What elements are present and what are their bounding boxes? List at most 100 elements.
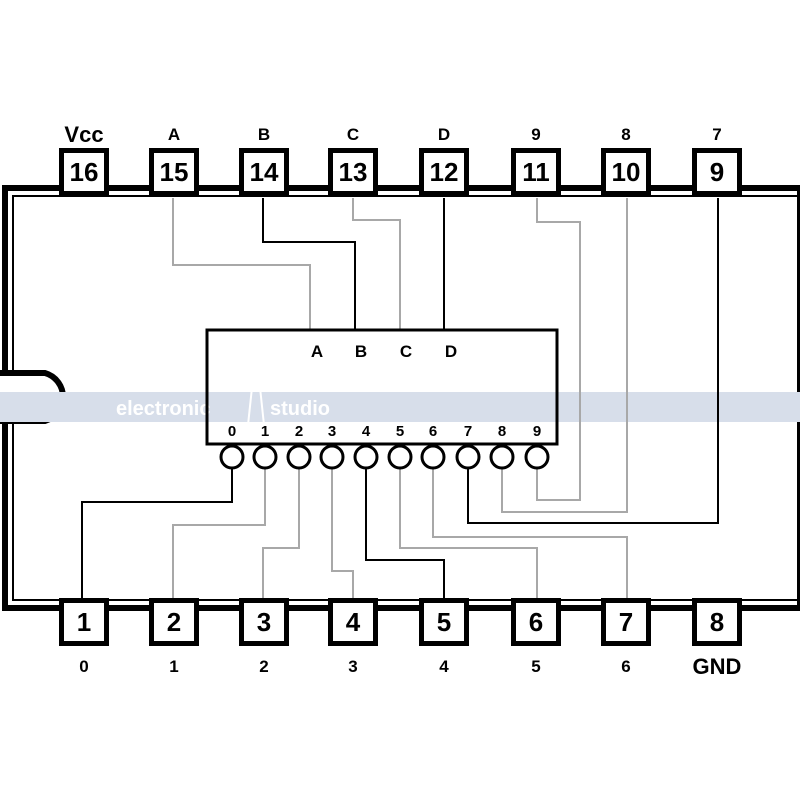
output-bubble-9	[524, 444, 550, 470]
pin-13-label: C	[347, 125, 359, 144]
wire-pin13-C	[352, 198, 401, 330]
pin-12: 12 D	[419, 125, 469, 196]
decoder-output-0: 0	[228, 423, 236, 440]
pin-16-box	[64, 153, 104, 191]
watermark-logo-icon	[247, 349, 265, 426]
decoder-output-6: 6	[429, 423, 437, 440]
pin-5: 54	[419, 598, 469, 676]
pin-5-label: 4	[439, 657, 449, 676]
decoder-input-c: C	[400, 342, 412, 361]
pin-7: 76	[601, 598, 651, 676]
pin-9-number: 9	[710, 157, 724, 187]
pin-1: 10	[59, 598, 109, 676]
decoder-output-7: 7	[464, 423, 472, 440]
wire-out7-pin9	[467, 198, 719, 524]
pin-2-number: 2	[167, 607, 181, 637]
decoder-input-b: B	[355, 342, 367, 361]
decoder-output-5: 5	[396, 423, 404, 440]
pin-13-box	[333, 153, 373, 191]
decoder-box	[205, 328, 559, 446]
pin-15-box	[154, 153, 194, 191]
decoder-output-9: 9	[533, 423, 541, 440]
pin-1-number: 1	[77, 607, 91, 637]
watermark-band	[0, 392, 800, 422]
pin-14-label: B	[258, 125, 270, 144]
pin-10-label: 8	[621, 125, 630, 144]
wire-out4-pin5	[365, 468, 445, 598]
decoder-input-d: D	[445, 342, 457, 361]
pin-12-number: 12	[430, 157, 459, 187]
pin-7-label: 6	[621, 657, 630, 676]
pin-13-number: 13	[339, 157, 368, 187]
pin-7-box	[606, 603, 646, 641]
wire-out9-pin11	[536, 198, 581, 501]
pin-1-box	[64, 603, 104, 641]
pin-2-label: 1	[169, 657, 178, 676]
pin-4-box	[333, 603, 373, 641]
pin-3-label: 2	[259, 657, 268, 676]
output-bubble-6	[420, 444, 446, 470]
pin-11-box	[516, 153, 556, 191]
pin-4-number: 4	[346, 607, 361, 637]
pin-16-label: Vcc	[64, 122, 103, 147]
pin-9-label: 7	[712, 125, 721, 144]
wire-out6-pin7	[432, 468, 628, 598]
pin-3: 32	[239, 598, 289, 676]
output-bubble-8	[489, 444, 515, 470]
wire-out3-pin4	[331, 468, 354, 598]
pin-8-box	[697, 603, 737, 641]
wire-pin14-B	[262, 198, 356, 330]
decoder-output-4: 4	[362, 423, 371, 440]
watermark-text-right: studio	[270, 398, 330, 420]
pin-15-number: 15	[160, 157, 189, 187]
output-bubble-0	[219, 444, 245, 470]
pin-10-number: 10	[612, 157, 641, 187]
decoder-input-a: A	[311, 342, 323, 361]
pin-15: 15A	[149, 125, 199, 196]
wire-out2-pin3	[262, 468, 300, 598]
output-bubble-2	[286, 444, 312, 470]
pin-11-label: 9	[531, 125, 540, 144]
pin-8-number: 8	[710, 607, 724, 637]
decoder-output-bubbles	[219, 444, 550, 470]
pin-7-number: 7	[619, 607, 633, 637]
wire-out5-pin6	[399, 468, 538, 598]
pin-8-label: GND	[693, 654, 742, 679]
output-wiring	[81, 198, 719, 598]
output-bubble-5	[387, 444, 413, 470]
pin-4: 43	[328, 598, 378, 676]
pin-9: 97	[692, 125, 742, 196]
pin-4-label: 3	[348, 657, 357, 676]
output-bubble-7	[455, 444, 481, 470]
pin-14: 14B	[239, 125, 289, 196]
wire-out8-pin10	[501, 198, 628, 513]
pin-10: 10 8	[601, 125, 651, 196]
pin-3-number: 3	[257, 607, 271, 637]
pin-1-label: 0	[79, 657, 88, 676]
pin-6-number: 6	[529, 607, 543, 637]
output-bubble-1	[252, 444, 278, 470]
output-bubble-3	[319, 444, 345, 470]
pin-12-label: D	[438, 125, 450, 144]
pin-5-box	[424, 603, 464, 641]
pin-2: 21	[149, 598, 199, 676]
output-bubble-4	[353, 444, 379, 470]
input-wiring	[172, 198, 445, 330]
pin-13: 13 C	[328, 125, 378, 196]
pin-3-box	[244, 603, 284, 641]
decoder-input-labels: A B C D	[311, 342, 457, 361]
pin-14-box	[244, 153, 284, 191]
pin-2-box	[154, 603, 194, 641]
wire-out0-pin1	[81, 468, 233, 598]
pin-5-number: 5	[437, 607, 451, 637]
pin-12-box	[424, 153, 464, 191]
pin-11-number: 11	[522, 157, 550, 187]
decoder-output-8: 8	[498, 423, 506, 440]
wire-out1-pin2	[172, 468, 266, 598]
